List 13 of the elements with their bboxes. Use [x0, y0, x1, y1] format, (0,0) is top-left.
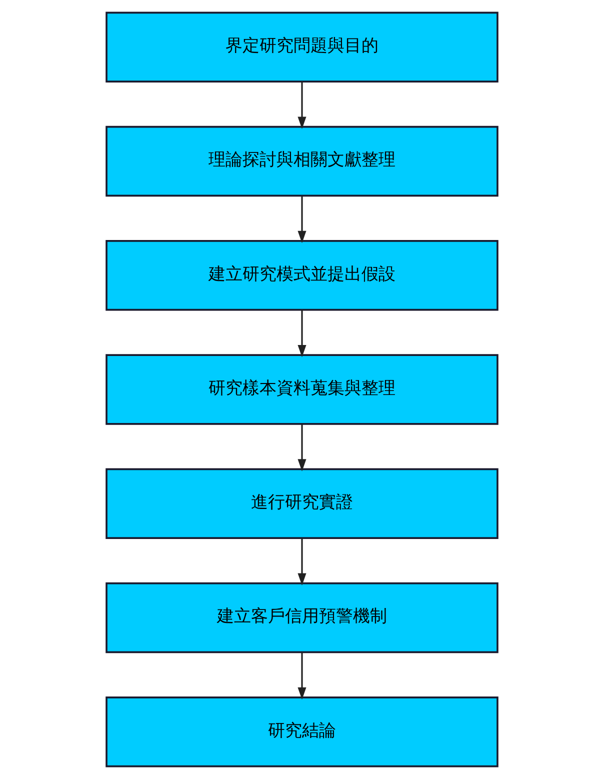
- node-box: 研究結論: [106, 696, 498, 768]
- node-box: 研究樣本資料蒐集與整理: [106, 354, 498, 425]
- arrow: [298, 424, 306, 472]
- arrow: [298, 310, 306, 358]
- arrow: [298, 652, 306, 700]
- node-box: 理論探討與相關文獻整理: [106, 126, 498, 197]
- arrow: [298, 82, 306, 129]
- arrow: [298, 196, 306, 244]
- node-box: 進行研究實證: [106, 468, 498, 539]
- node-box: 建立客戶信用預警機制: [106, 582, 498, 654]
- node-box: 建立研究模式並提出假設: [106, 240, 498, 311]
- node-box: 界定研究問題與目的: [106, 12, 498, 82]
- arrow: [298, 538, 306, 586]
